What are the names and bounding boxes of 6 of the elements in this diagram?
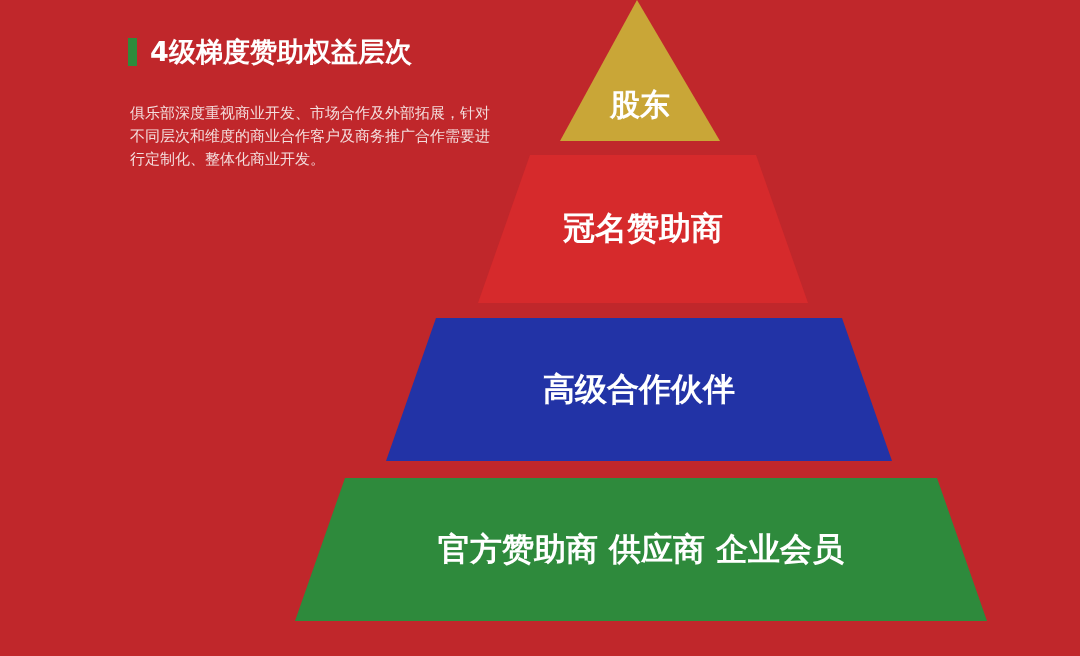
description-text: 俱乐部深度重视商业开发、市场合作及外部拓展，针对不同层次和维度的商业合作客户及商务推广合作需要进行定制化、整体化商业开发。 <box>130 103 491 170</box>
tier-label: 冠名赞助商 <box>562 208 724 249</box>
tier-label: 股东 <box>609 86 671 124</box>
tier-label: 官方赞助商 供应商 企业会员 <box>436 529 846 570</box>
tier-label: 高级合作伙伴 <box>542 369 736 410</box>
title: 4级梯度赞助权益层次 <box>150 35 412 69</box>
